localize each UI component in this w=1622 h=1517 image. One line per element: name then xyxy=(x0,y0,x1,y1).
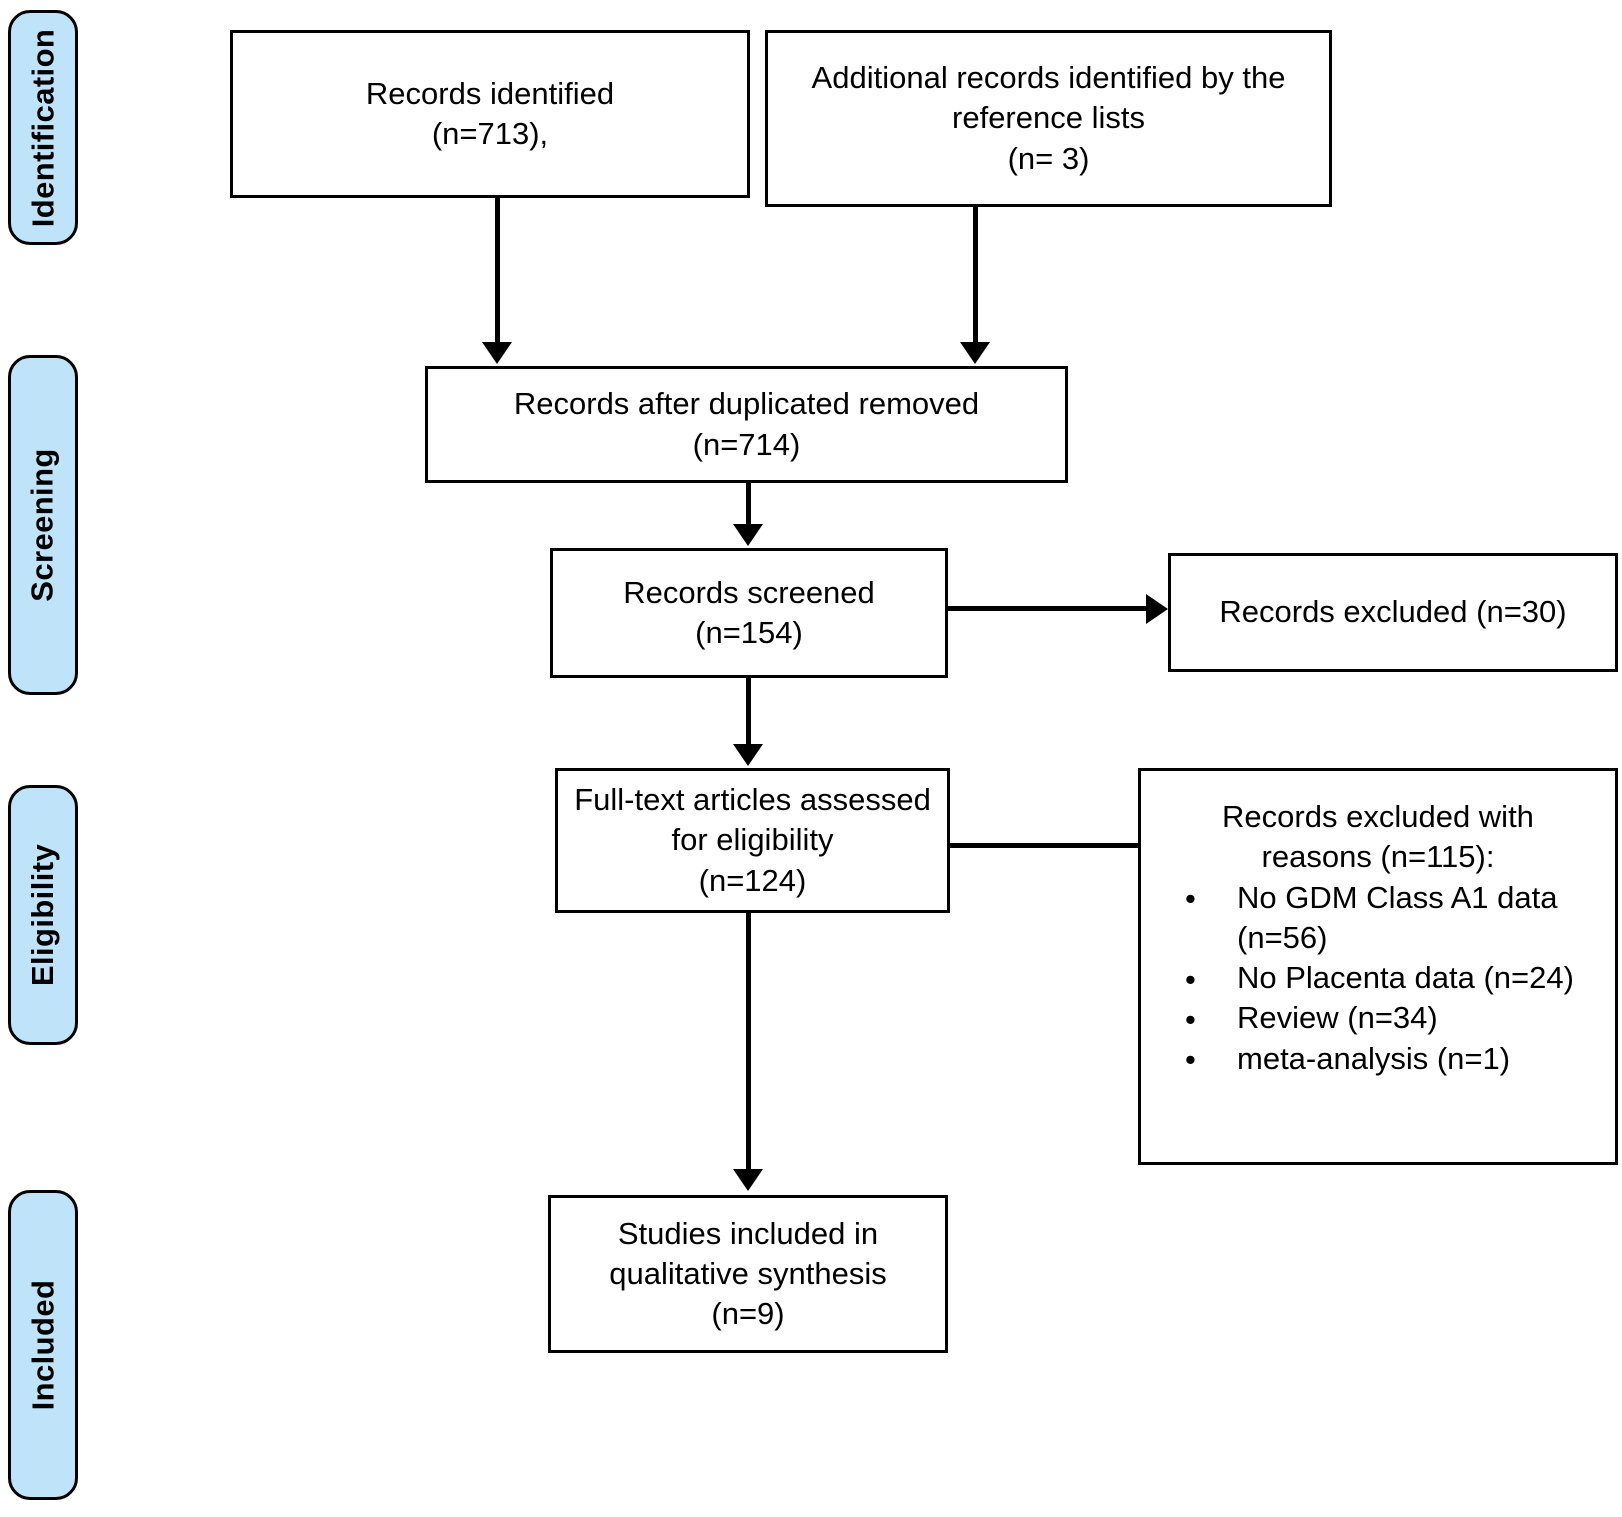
box-additional-records-text: Additional records identified by the ref… xyxy=(811,60,1286,176)
reason-item: • Review (n=34) xyxy=(1177,998,1597,1038)
reason-item-label: meta-analysis (n=1) xyxy=(1237,1040,1511,1076)
phase-tab-included-label: Included xyxy=(25,1279,60,1411)
phase-tab-identification-label: Identification xyxy=(25,28,60,227)
reason-item-label: No GDM Class A1 data (n=56) xyxy=(1237,879,1558,955)
connector-identified-to-dedup xyxy=(495,198,500,344)
connector-fulltext-to-included xyxy=(746,913,751,1171)
box-records-excluded-text: Records excluded (n=30) xyxy=(1219,594,1567,630)
arrowhead-identified-to-dedup xyxy=(482,342,512,364)
reason-item-label: Review (n=34) xyxy=(1237,1000,1438,1036)
arrowhead-additional-to-dedup xyxy=(960,342,990,364)
box-studies-included-text: Studies included in qualitative synthesi… xyxy=(609,1215,887,1332)
arrowhead-dedup-to-screened xyxy=(733,524,763,546)
phase-tab-screening: Screening xyxy=(8,355,78,695)
phase-tab-eligibility-label: Eligibility xyxy=(25,843,61,987)
box-full-text-assessed-text: Full-text articles assessed for eligibil… xyxy=(574,782,931,898)
reason-item: • No Placenta data (n=24) xyxy=(1177,958,1597,998)
phase-tab-screening-label: Screening xyxy=(25,448,61,602)
phase-tab-identification: Identification xyxy=(8,10,78,245)
bullet-icon: • xyxy=(1185,881,1196,917)
connector-dedup-to-screened xyxy=(746,483,751,526)
box-additional-records: Additional records identified by the ref… xyxy=(765,30,1332,207)
box-records-identified: Records identified (n=713), xyxy=(230,30,750,198)
box-records-screened: Records screened (n=154) xyxy=(550,548,948,678)
box-records-excluded-with-reasons: Records excluded with reasons (n=115): •… xyxy=(1138,768,1618,1165)
reason-item-label: No Placenta data (n=24) xyxy=(1237,960,1574,996)
box-full-text-assessed: Full-text articles assessed for eligibil… xyxy=(555,768,950,913)
phase-tab-included: Included xyxy=(8,1190,78,1500)
connector-screened-to-excluded xyxy=(948,606,1148,611)
arrowhead-screened-to-fulltext xyxy=(733,744,763,766)
bullet-icon: • xyxy=(1185,961,1196,997)
connector-fulltext-to-reasons xyxy=(950,843,1158,848)
box-records-after-duplicates: Records after duplicated removed (n=714) xyxy=(425,366,1068,483)
connector-additional-to-dedup xyxy=(973,207,978,344)
box-records-identified-text: Records identified (n=713), xyxy=(365,75,615,151)
reason-item: • meta-analysis (n=1) xyxy=(1177,1039,1597,1079)
connector-screened-to-fulltext xyxy=(746,678,751,746)
arrowhead-fulltext-to-included xyxy=(733,1169,763,1191)
records-excluded-with-reasons-heading: Records excluded with reasons (n=115): xyxy=(1222,799,1534,875)
arrowhead-screened-to-excluded xyxy=(1146,594,1168,624)
bullet-icon: • xyxy=(1185,1042,1196,1078)
records-excluded-with-reasons-list: • No GDM Class A1 data (n=56) • No Place… xyxy=(1141,878,1615,1079)
reason-item: • No GDM Class A1 data (n=56) xyxy=(1177,878,1597,959)
bullet-icon: • xyxy=(1185,1002,1196,1038)
phase-tab-eligibility: Eligibility xyxy=(8,785,78,1045)
box-records-screened-text: Records screened (n=154) xyxy=(623,574,875,650)
box-records-after-duplicates-text: Records after duplicated removed (n=714) xyxy=(513,386,980,462)
box-records-excluded: Records excluded (n=30) xyxy=(1168,553,1618,672)
box-studies-included: Studies included in qualitative synthesi… xyxy=(548,1195,948,1353)
